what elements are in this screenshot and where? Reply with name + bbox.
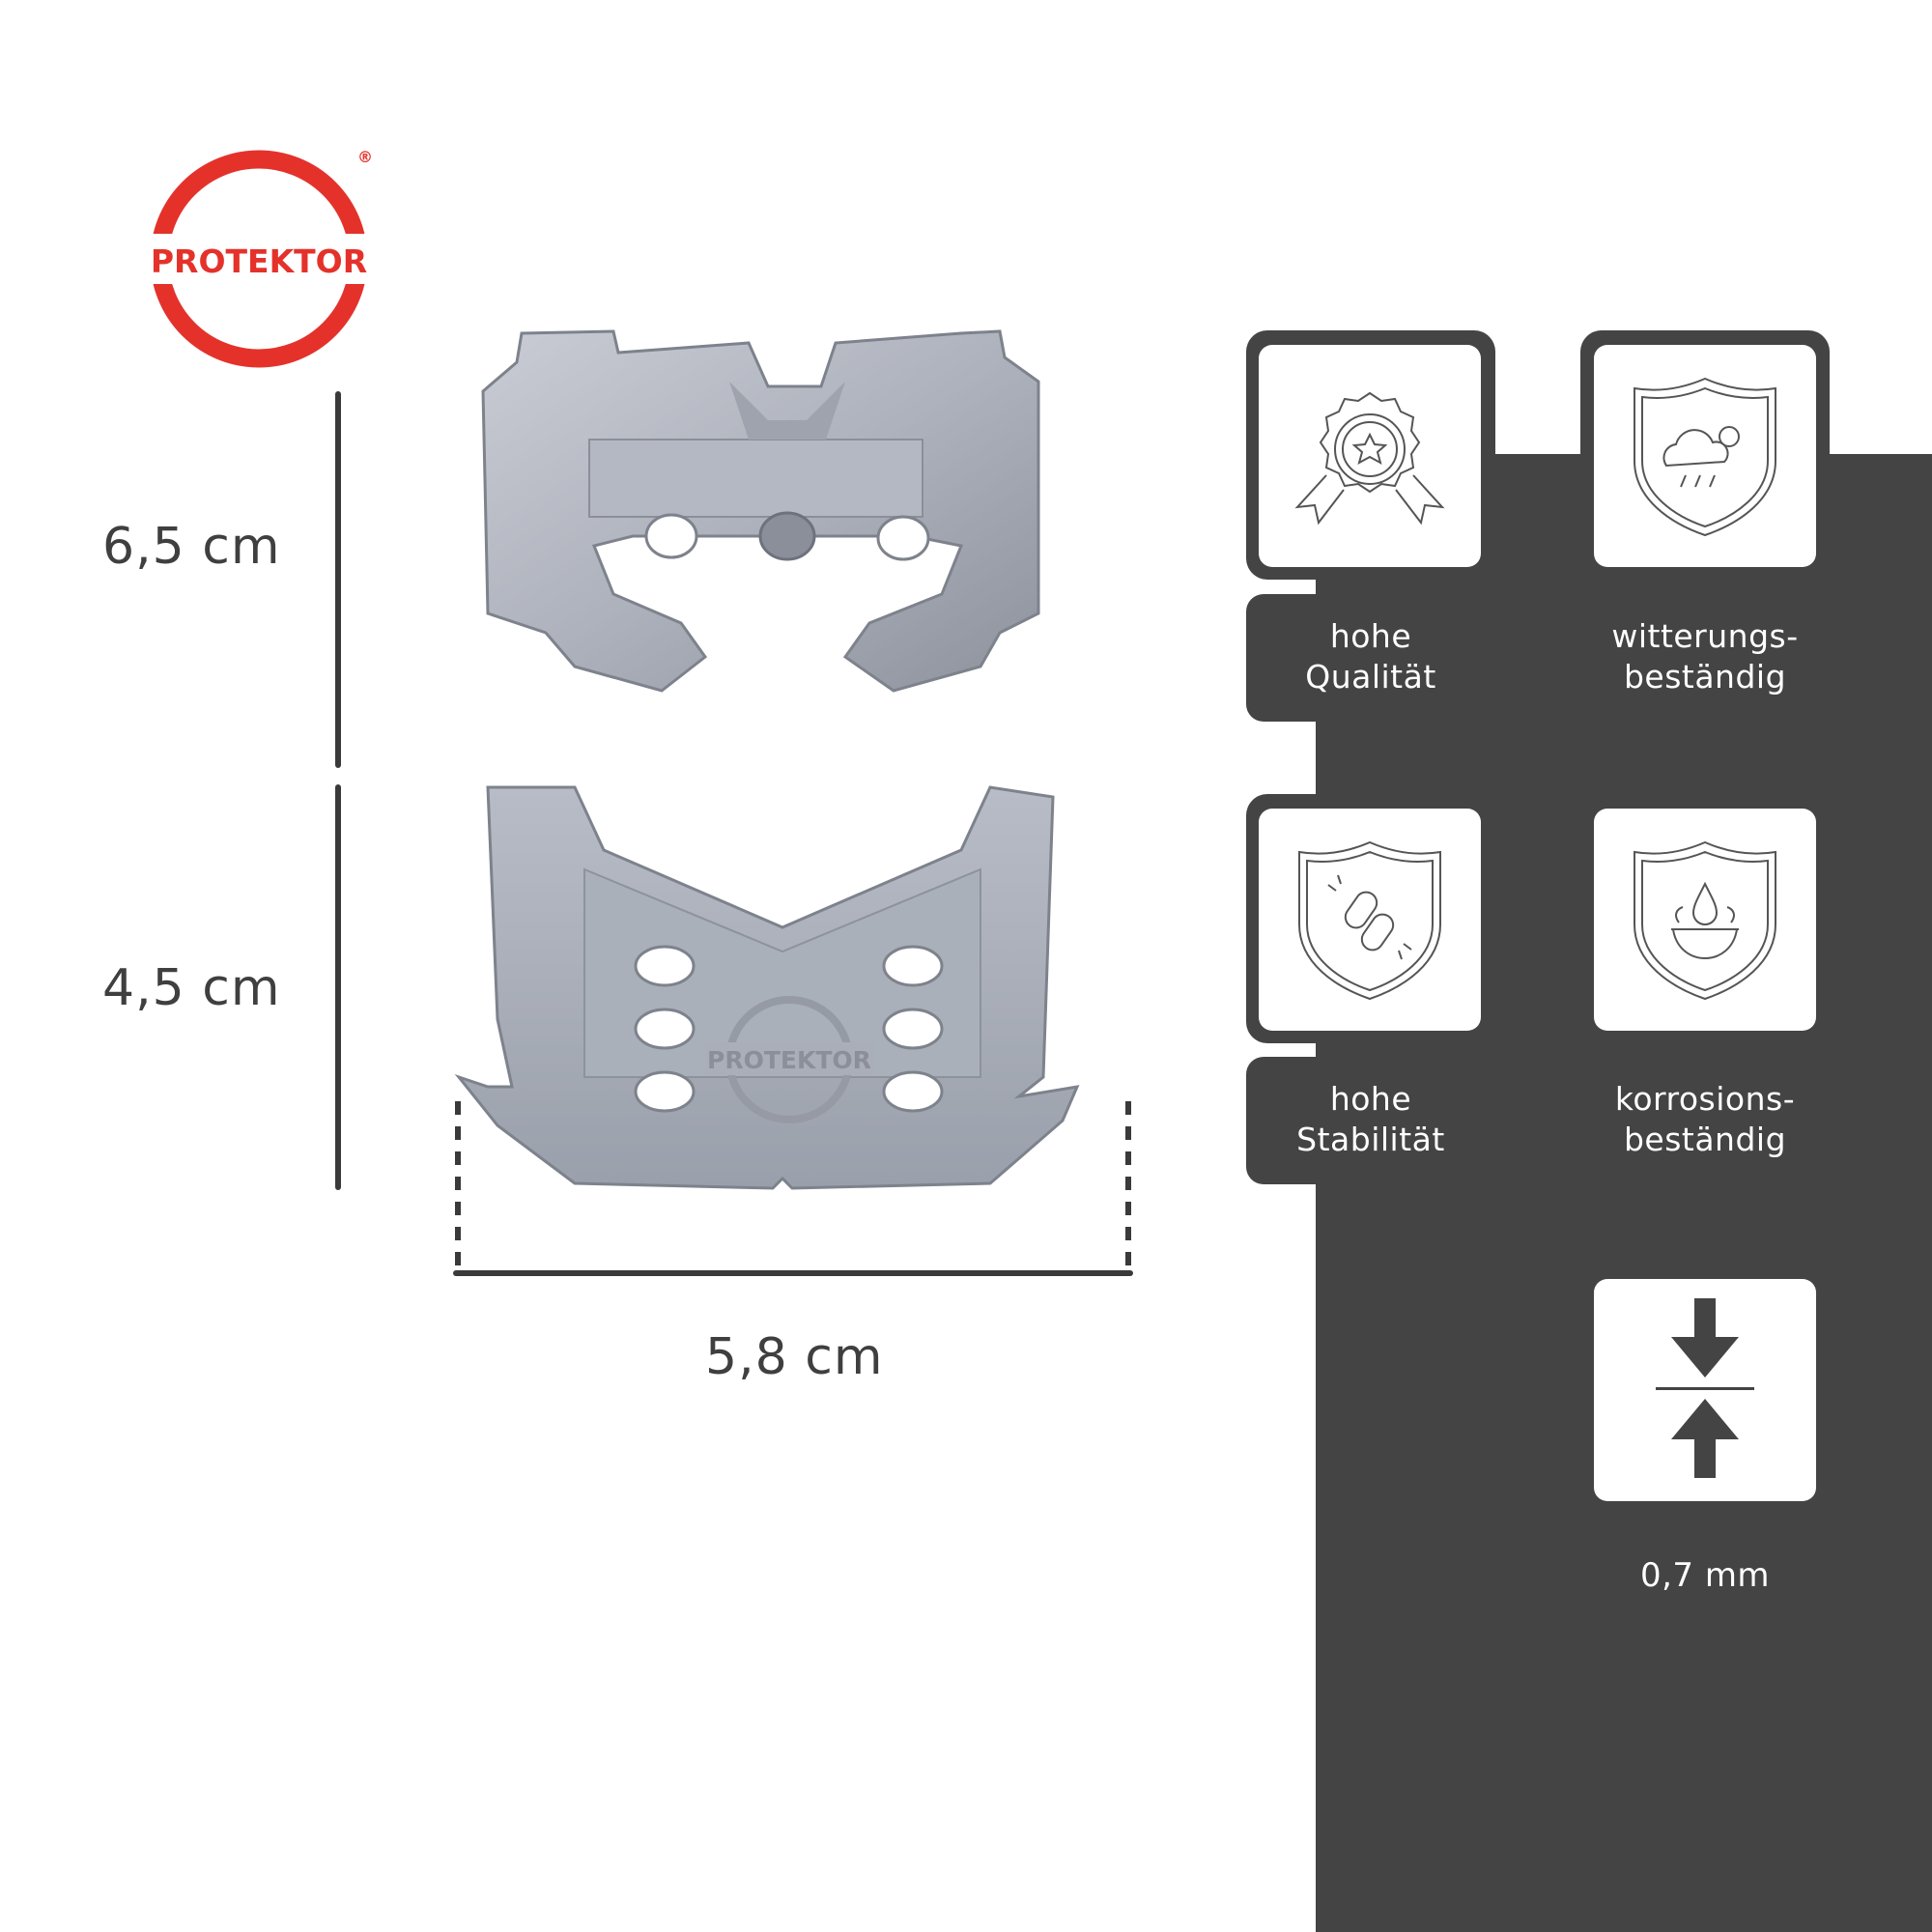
quality-badge-icon <box>1294 391 1445 526</box>
feature-label-quality: hohe Qualität <box>1246 616 1495 697</box>
width-label: 5,8 cm <box>705 1328 884 1386</box>
brand-logo-text: PROTEKTOR <box>151 242 367 280</box>
feature-tile-quality <box>1259 345 1481 567</box>
feature-label-stability-line1: hohe <box>1329 1080 1412 1118</box>
brand-logo-graphic: PROTEKTOR ® <box>145 148 377 368</box>
feature-label-stability: hohe Stabilität <box>1246 1079 1495 1160</box>
feature-tab-quality <box>1246 594 1343 722</box>
product-image: PROTEKTOR <box>440 324 1135 1193</box>
feature-tile-weather <box>1594 345 1816 567</box>
corrosion-shield-icon <box>1634 840 1776 1001</box>
feature-tab-stability <box>1246 1057 1343 1184</box>
feature-label-weather: witterungs- beständig <box>1580 616 1830 697</box>
feature-label-quality-line1: hohe <box>1329 617 1412 655</box>
feature-label-corrosion-line2: beständig <box>1623 1121 1787 1158</box>
width-dimension-lines <box>453 1101 1133 1276</box>
feature-label-stability-line2: Stabilität <box>1296 1121 1445 1158</box>
feature-label-corrosion-line1: korrosions- <box>1614 1080 1796 1118</box>
height-upper-line <box>335 391 341 768</box>
height-lower-label: 4,5 cm <box>102 959 281 1017</box>
product-stamp: PROTEKTOR <box>707 1046 871 1074</box>
weather-shield-icon <box>1634 377 1776 537</box>
registered-mark: ® <box>357 148 373 166</box>
width-dimension <box>452 1101 1134 1280</box>
height-lower-line <box>335 784 341 1190</box>
thickness-tile <box>1594 1279 1816 1501</box>
thickness-label: 0,7 mm <box>1639 1556 1771 1595</box>
height-upper-label: 6,5 cm <box>102 518 281 576</box>
feature-label-corrosion: korrosions- beständig <box>1580 1079 1830 1160</box>
metal-bracket-illustration: PROTEKTOR <box>454 329 1080 1190</box>
brand-logo: PROTEKTOR ® <box>145 145 377 377</box>
feature-label-weather-line1: witterungs- <box>1611 617 1799 655</box>
feature-tile-stability <box>1259 809 1481 1031</box>
stability-shield-icon <box>1298 840 1441 1001</box>
feature-tile-corrosion <box>1594 809 1816 1031</box>
feature-label-weather-line2: beständig <box>1623 658 1787 696</box>
feature-label-quality-line2: Qualität <box>1305 658 1436 696</box>
features-panel <box>1316 454 1932 1932</box>
compression-arrows-icon <box>1656 1298 1754 1478</box>
